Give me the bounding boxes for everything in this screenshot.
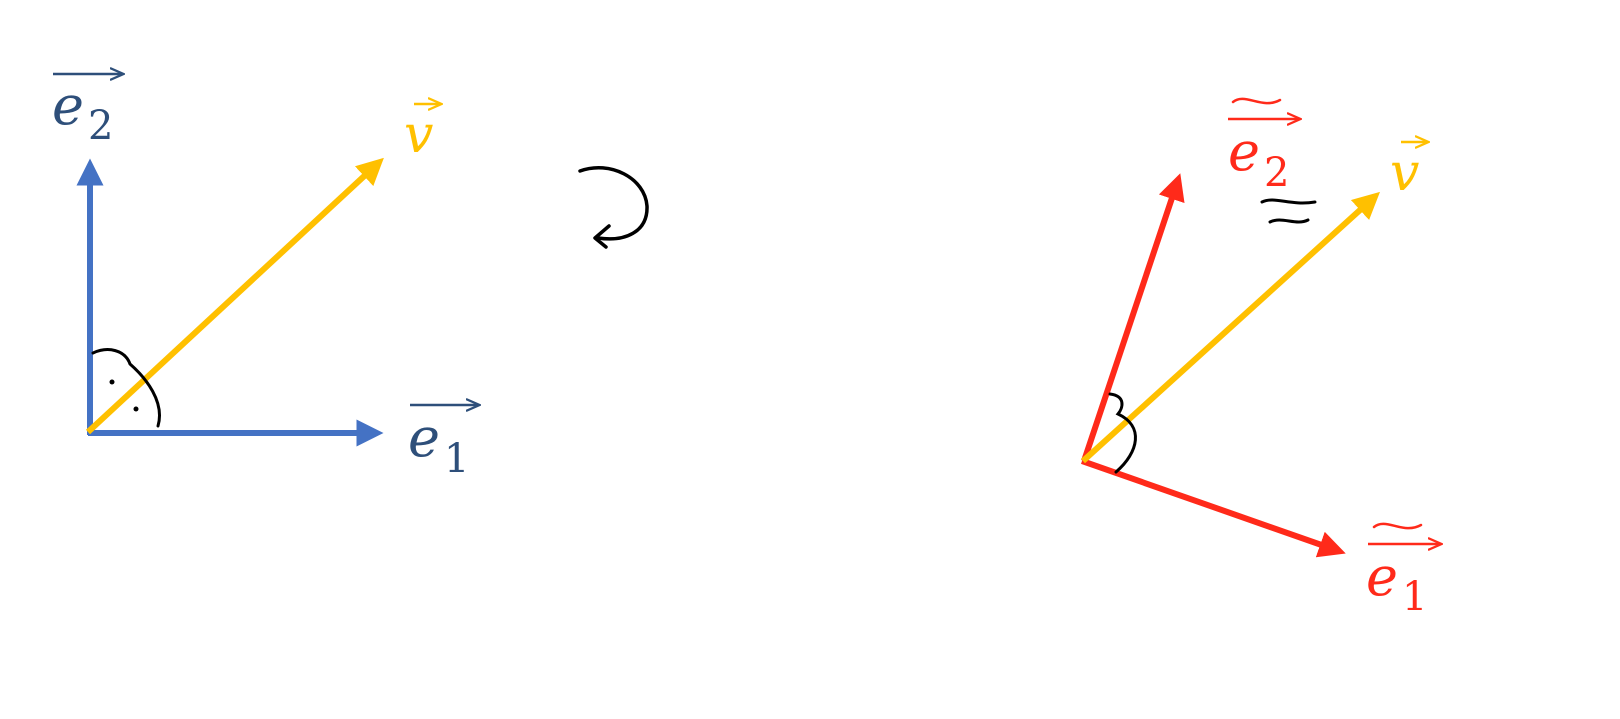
label-e2-tilde: e 2	[1228, 97, 1299, 196]
tilde-equal-mark	[1260, 198, 1317, 224]
label-e1-index: 1	[444, 436, 469, 482]
label-e2: e 2	[52, 74, 122, 149]
left-coordinate-system: e 2 e 1 v	[52, 74, 478, 482]
basis-vector-e2-tilde	[1081, 173, 1185, 462]
label-v-left: v	[404, 104, 440, 165]
vector-v-left	[85, 157, 384, 435]
label-e1-tilde-letter: e	[1366, 545, 1398, 608]
rotation-arrow-icon	[578, 165, 649, 249]
label-v-right-letter: v	[1390, 143, 1419, 203]
label-e1-tilde-index: 1	[1402, 574, 1427, 620]
label-e1-tilde-accent	[1372, 522, 1423, 530]
right-angle-marker	[91, 348, 161, 428]
label-e2-letter: e	[52, 74, 84, 137]
angle-marker	[1108, 392, 1137, 474]
label-e2-index: 2	[88, 103, 113, 149]
label-e1: e 1	[408, 405, 478, 482]
label-e1-letter: e	[408, 406, 440, 469]
right-coordinate-system: e 2 v e 1	[1080, 97, 1440, 620]
label-v-left-letter: v	[404, 105, 433, 165]
vector-v-right	[1080, 191, 1381, 464]
label-e2-tilde-accent	[1231, 97, 1282, 105]
label-e2-tilde-index: 2	[1264, 150, 1289, 196]
label-e2-tilde-letter: e	[1228, 120, 1260, 183]
basis-vector-e1-tilde	[1081, 458, 1346, 558]
label-e1-tilde: e 1	[1366, 522, 1440, 620]
label-v-right: v	[1390, 142, 1427, 203]
